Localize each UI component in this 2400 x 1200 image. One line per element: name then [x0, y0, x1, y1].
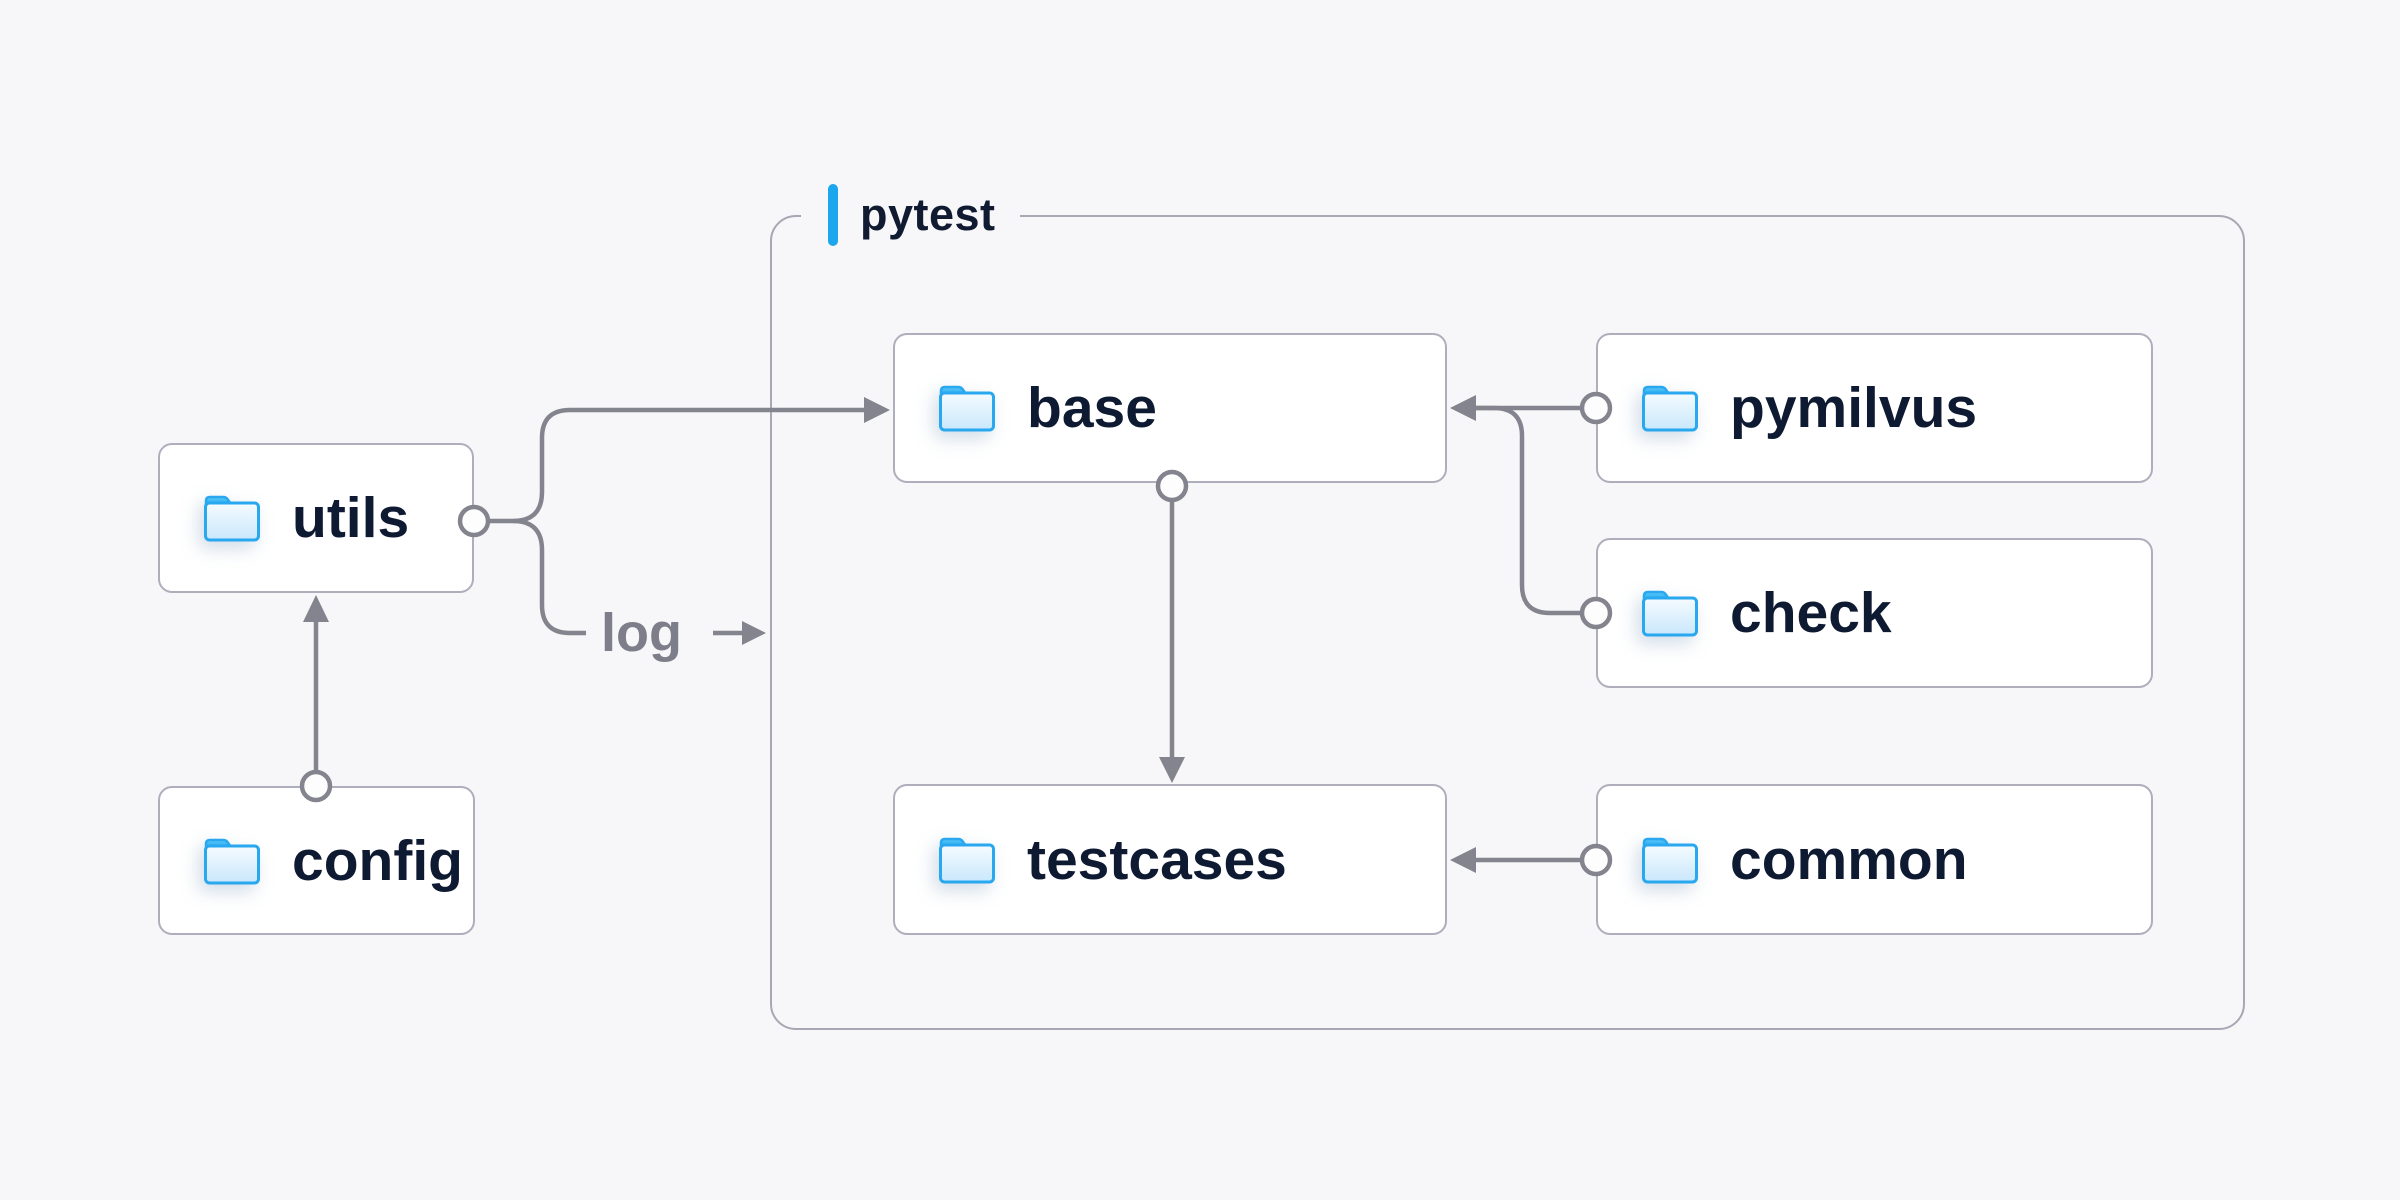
node-check: check [1596, 538, 2153, 688]
folder-icon [939, 385, 995, 432]
node-utils: utils [158, 443, 474, 593]
arrowhead-right-icon [742, 621, 766, 645]
log-edge-label: log [601, 603, 682, 663]
accent-bar [828, 184, 838, 246]
folder-icon [939, 837, 995, 883]
node-base: base [893, 333, 1447, 483]
node-label: config [292, 828, 463, 893]
node-label: check [1730, 581, 1892, 645]
folder-icon [204, 495, 260, 542]
folder-icon [1642, 837, 1698, 883]
arrowhead-up-icon [303, 595, 329, 622]
node-label: testcases [1027, 827, 1287, 892]
pytest-frame [770, 215, 2245, 1030]
node-label: utils [292, 486, 410, 550]
pytest-frame-title: pytest [860, 189, 996, 240]
node-pymilvus: pymilvus [1596, 333, 2153, 483]
folder-icon [1642, 385, 1698, 432]
folder-icon [204, 838, 260, 884]
node-common: common [1596, 784, 2153, 935]
node-label: pymilvus [1730, 376, 1978, 440]
node-label: base [1027, 376, 1157, 440]
node-label: common [1730, 827, 1968, 892]
folder-icon [1642, 590, 1698, 637]
pytest-frame-label: pytest [801, 182, 1020, 248]
edge-config-utils [299, 595, 333, 803]
node-config: config [158, 786, 475, 935]
node-testcases: testcases [893, 784, 1447, 935]
